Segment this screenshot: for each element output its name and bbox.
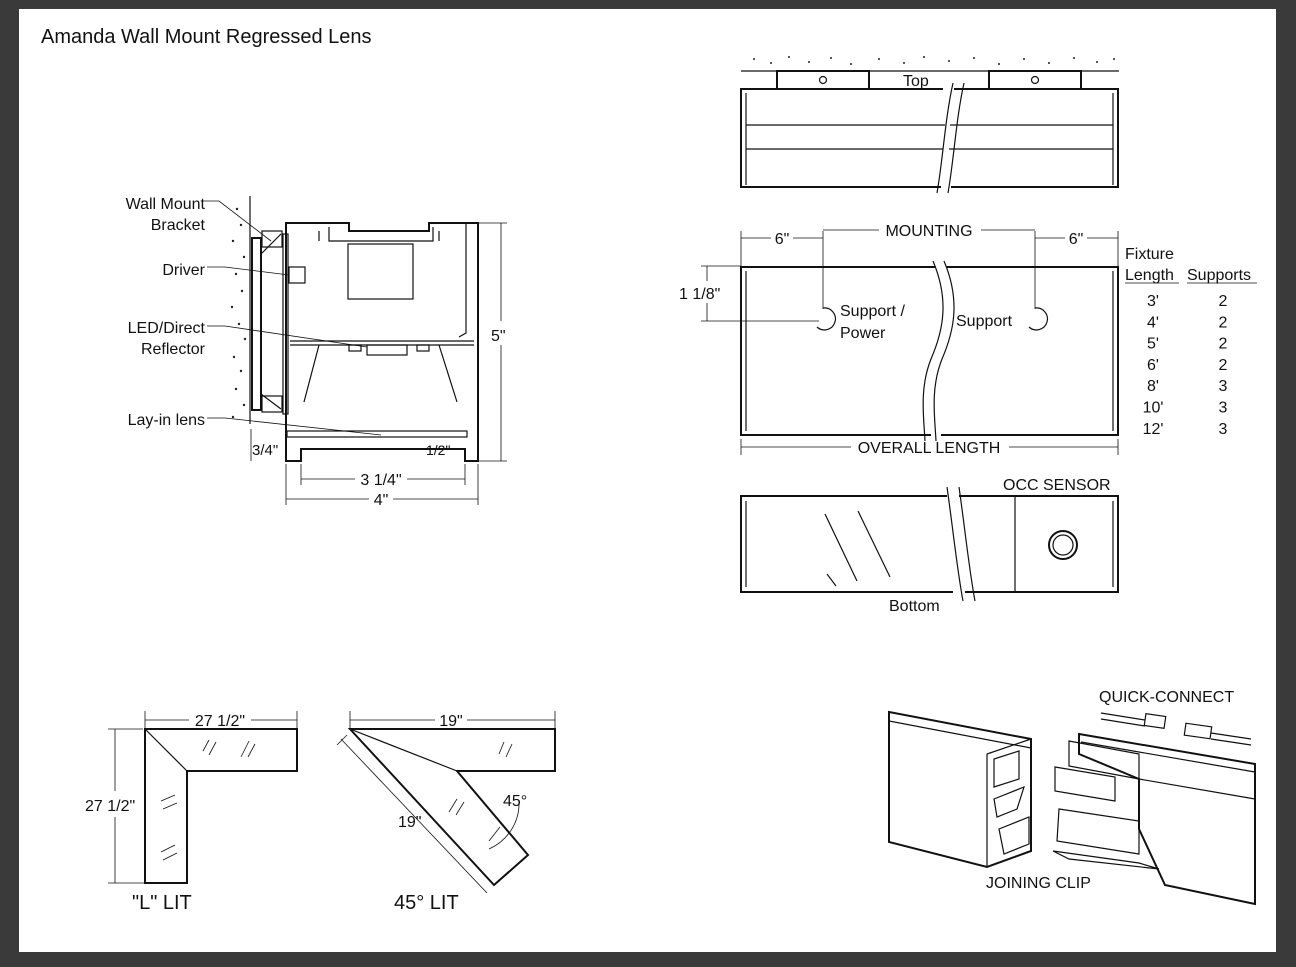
isometric-view: QUICK-CONNECT JOINING CLIP	[888, 689, 1256, 906]
table-rows: 3' 2 4' 2 5' 2 6' 2 8' 3 10' 3 12' 3	[1143, 293, 1228, 438]
table-header-fixture: Fixture	[1125, 246, 1174, 263]
iso-joining-clip	[1056, 808, 1140, 855]
dim-lens-width: 3 1/4"	[360, 472, 401, 489]
bottom-view: OCC SENSOR Bottom	[740, 477, 1119, 615]
mounting-view: 6" MOUNTING 6" 1 1/8" Support / Power Su…	[679, 223, 1119, 457]
label-support-power-1: Support /	[840, 303, 905, 320]
label-occ-sensor: OCC SENSOR	[1003, 477, 1111, 494]
wall-bracket	[251, 237, 262, 411]
iso-housing-left	[888, 710, 1032, 869]
table-cell-supports: 3	[1219, 400, 1228, 417]
table-cell-length: 4'	[1147, 314, 1159, 331]
label-wall-mount: Wall Mount	[126, 196, 206, 213]
ceiling-hatch	[753, 56, 1115, 65]
mount-clip-left	[776, 70, 870, 90]
label-l-lit: "L" LIT	[132, 892, 192, 914]
dim-mounting: MOUNTING	[885, 223, 972, 240]
table-header-length: Length	[1125, 267, 1174, 284]
driver-box	[347, 243, 414, 300]
mount-clip-right	[988, 70, 1082, 90]
label-bracket: Bracket	[151, 217, 206, 234]
dim-right-offset: 6"	[1069, 231, 1084, 248]
technical-drawing: Amanda Wall Mount Regressed Lens	[41, 26, 1257, 914]
label-lay-in-lens: Lay-in lens	[128, 412, 205, 429]
table-cell-supports: 2	[1219, 357, 1228, 374]
bracket-screw-bottom	[261, 395, 283, 413]
dim-vertical: 1 1/8"	[679, 286, 720, 303]
table-cell-length: 12'	[1143, 421, 1164, 438]
table-cell-length: 10'	[1143, 400, 1164, 417]
dim-width: 4"	[374, 492, 389, 509]
label-led-direct: LED/Direct	[128, 320, 206, 337]
label-45-lit: 45° LIT	[394, 892, 459, 914]
dim-l-width: 27 1/2"	[195, 713, 245, 730]
dim-overall-length: OVERALL LENGTH	[858, 440, 1001, 457]
wall-hatch	[230, 196, 251, 424]
table-cell-supports: 2	[1219, 336, 1228, 353]
label-reflector: Reflector	[141, 341, 206, 358]
table-cell-supports: 3	[1219, 378, 1228, 395]
lay-in-lens	[286, 430, 468, 438]
table-cell-length: 5'	[1147, 336, 1159, 353]
label-support-power-2: Power	[840, 325, 886, 342]
led-board	[366, 344, 408, 356]
label-bottom: Bottom	[889, 598, 940, 615]
dim-height: 5"	[491, 328, 506, 345]
section-view: Wall Mount Bracket Driver LED/Direct Ref…	[126, 196, 507, 509]
supports-table: Fixture Length Supports 3' 2 4' 2 5' 2 6' 2 8' 3 1…	[1125, 246, 1257, 438]
table-cell-supports: 3	[1219, 421, 1228, 438]
dim-45-angle: 45°	[503, 793, 527, 810]
fixture-housing	[285, 222, 479, 462]
label-quick-connect: QUICK-CONNECT	[1099, 689, 1234, 706]
label-top: Top	[903, 73, 929, 90]
occ-sensor-circle	[1048, 530, 1078, 560]
table-cell-supports: 2	[1219, 314, 1228, 331]
dim-left-offset: 6"	[775, 231, 790, 248]
dim-45-width: 19"	[439, 713, 462, 730]
table-cell-length: 3'	[1147, 293, 1159, 310]
table-cell-supports: 2	[1219, 293, 1228, 310]
drawing-sheet: Amanda Wall Mount Regressed Lens	[19, 9, 1276, 952]
l-lit-view: 27 1/2" 27 1/2" "L" LIT	[85, 711, 298, 914]
table-cell-length: 8'	[1147, 378, 1159, 395]
dim-l-height: 27 1/2"	[85, 798, 135, 815]
top-view: Top	[740, 56, 1119, 194]
page-title: Amanda Wall Mount Regressed Lens	[41, 26, 372, 48]
label-support: Support	[956, 313, 1013, 330]
bracket-screw-top	[261, 230, 283, 248]
dim-inset: 3/4"	[252, 442, 278, 459]
dim-45-diagonal: 19"	[398, 814, 421, 831]
driver-mount-screw	[288, 266, 306, 284]
label-driver: Driver	[162, 262, 205, 279]
dim-lens-gap: 1/2"	[426, 442, 450, 458]
table-header-supports: Supports	[1187, 267, 1251, 284]
lit-45-view: 19" 19" 45° 45° LIT	[336, 711, 556, 914]
iso-housing-right	[1078, 732, 1256, 906]
table-cell-length: 6'	[1147, 357, 1159, 374]
label-joining-clip: JOINING CLIP	[986, 875, 1091, 892]
